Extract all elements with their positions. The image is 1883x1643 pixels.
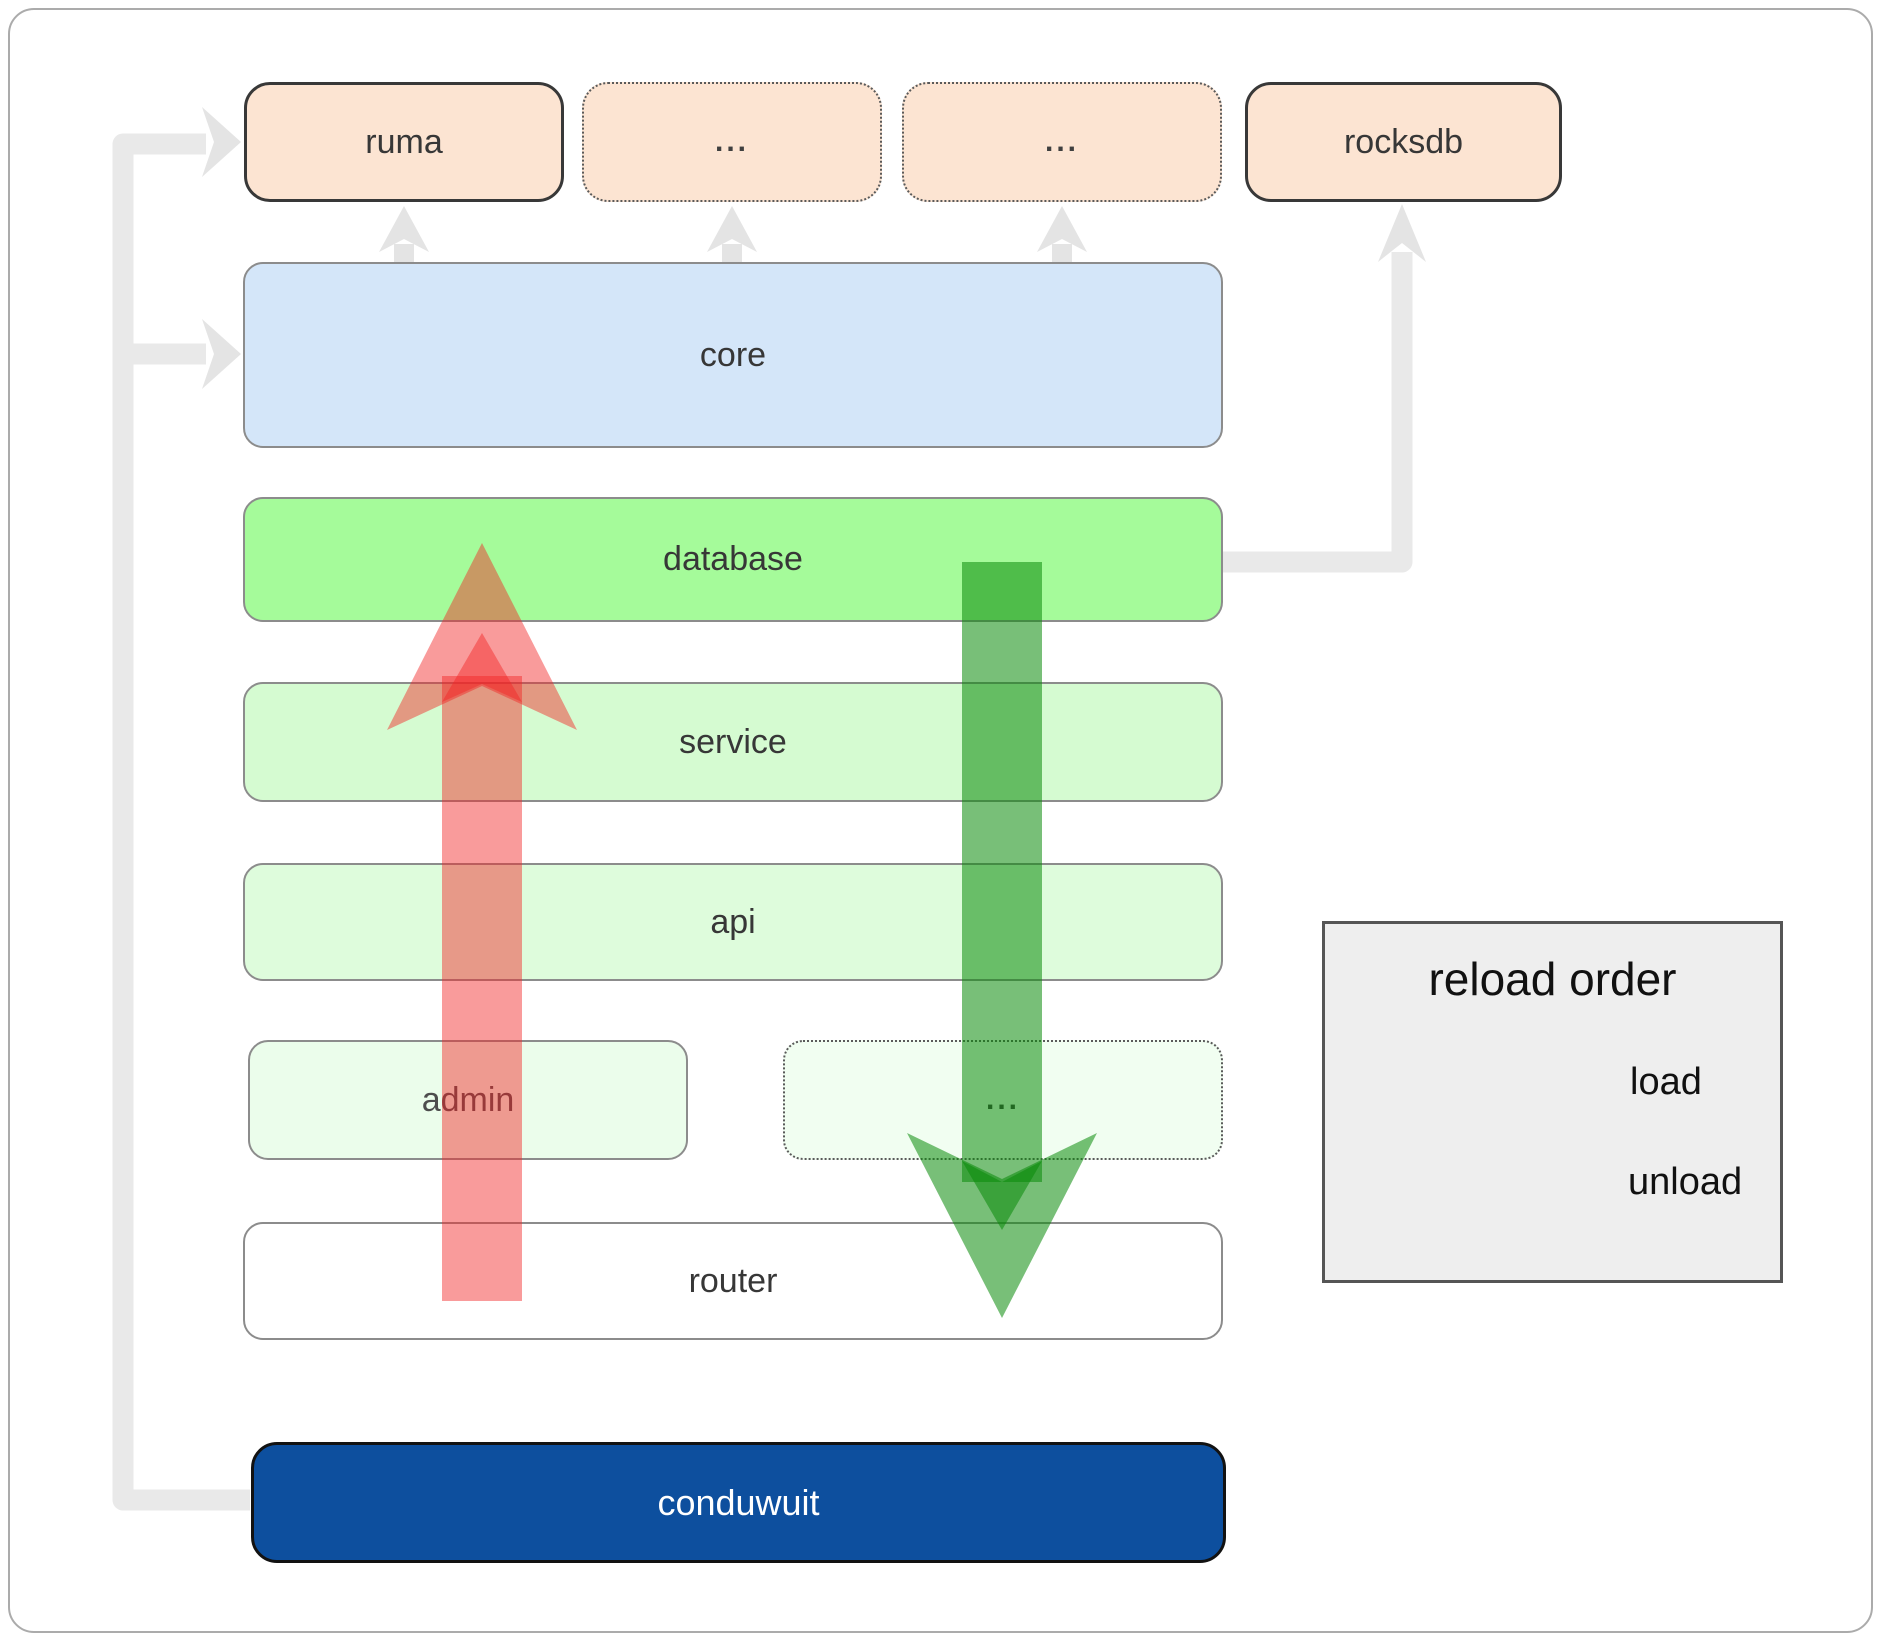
node-api: api: [243, 863, 1223, 981]
unload-arrow-inner-head: [442, 633, 522, 702]
node-database-label: database: [663, 540, 803, 578]
legend-load-label: load: [1630, 1061, 1702, 1103]
core-arrow-shaft-1: [394, 244, 414, 263]
arrowhead-into-ruma: [202, 107, 241, 177]
core-arrowhead-2: [707, 206, 757, 252]
legend-unload-label: unload: [1628, 1161, 1743, 1203]
load-arrow: [907, 562, 1097, 1318]
node-crate-a-label: ...: [714, 125, 749, 158]
unload-arrow-head: [387, 543, 577, 730]
node-crate-a: ...: [582, 82, 882, 202]
connector-conduwuit-to-ruma: [112, 133, 250, 1511]
node-core: core: [243, 262, 1223, 448]
node-router: router: [243, 1222, 1223, 1340]
node-conduwuit: conduwuit: [251, 1442, 1226, 1563]
node-crate-b: ...: [902, 82, 1222, 202]
node-admin: admin: [248, 1040, 688, 1160]
load-arrow-shaft: [962, 562, 1042, 1182]
core-arrow-shaft-2: [722, 244, 742, 263]
arrowhead-into-rocksdb: [1378, 204, 1426, 262]
node-ruma: ruma: [244, 82, 564, 202]
node-core-label: core: [699, 335, 767, 374]
node-router-label: router: [688, 1261, 778, 1300]
load-arrow-inner-head: [962, 1161, 1042, 1230]
node-conduwuit-label: conduwuit: [657, 1481, 820, 1523]
core-arrowhead-1: [379, 206, 429, 252]
arrowhead-into-core: [202, 319, 241, 389]
node-service: service: [243, 682, 1223, 802]
node-api-label: api: [710, 902, 756, 941]
unload-arrow-shaft: [442, 676, 522, 1301]
node-crate-b-label: ...: [1044, 125, 1079, 158]
node-ruma-label: ruma: [365, 122, 443, 161]
legend-title: reload order: [1428, 953, 1677, 1005]
node-rocksdb: rocksdb: [1245, 82, 1562, 202]
core-arrow-shaft-3: [1052, 244, 1072, 263]
node-rocksdb-label: rocksdb: [1343, 122, 1464, 161]
unload-arrow: [387, 543, 577, 1301]
node-admin-label: admin: [422, 1081, 515, 1120]
node-database: database: [243, 497, 1223, 622]
connector-database-to-rocksdb: [1223, 252, 1413, 573]
node-service-label: service: [679, 722, 787, 761]
core-arrowhead-3: [1037, 206, 1087, 252]
legend: reload order load unload: [1322, 921, 1783, 1283]
